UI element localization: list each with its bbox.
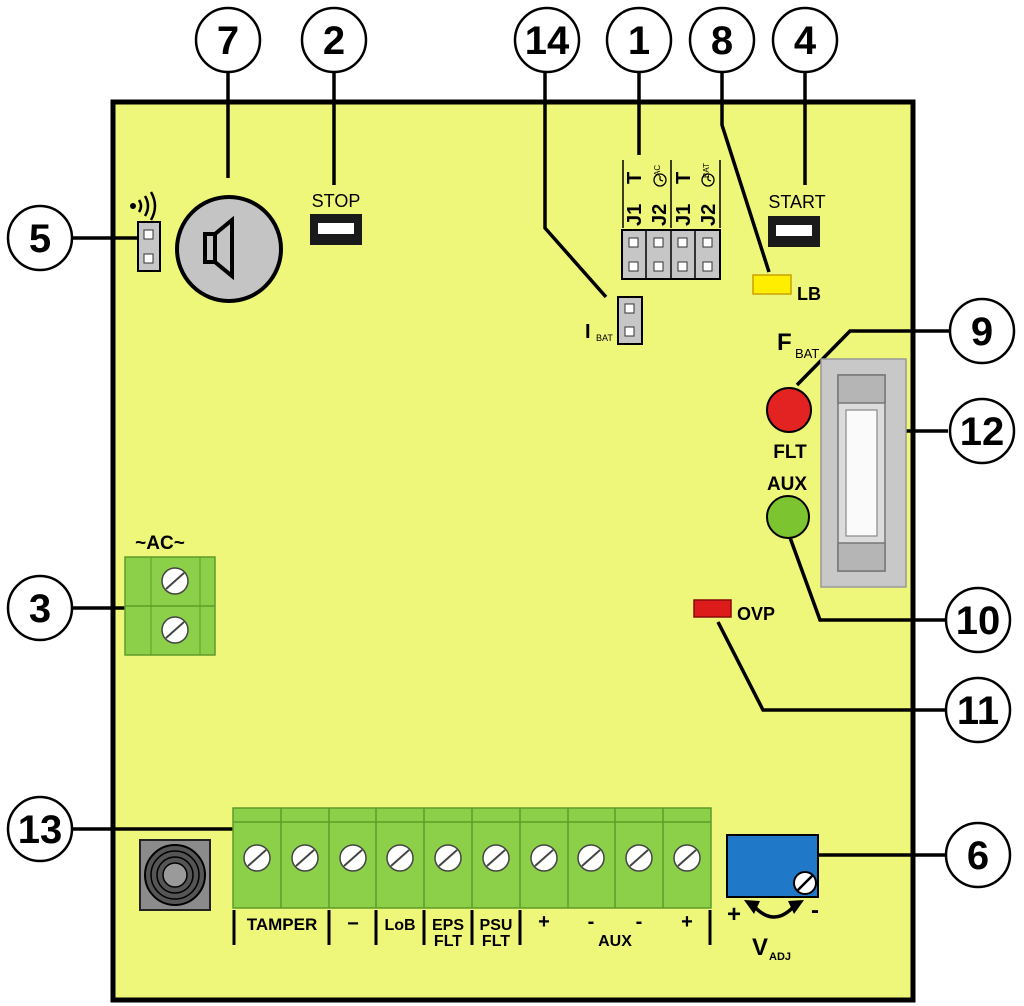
ibat-sub: BAT [596,333,613,343]
vadj-sub: ADJ [769,951,791,963]
screw-6 [482,844,510,872]
jumper-header-j1-bat: J1 [673,204,695,226]
callout-7: 7 [194,6,262,74]
clock-icon-ac [653,173,667,187]
svg-text:6: 6 [967,834,989,878]
callout-8: 8 [688,6,756,74]
led-ovp [693,599,732,618]
aux-led-label: AUX [767,474,807,495]
jumper-header-j2-ac: J2 [649,204,671,226]
jumper-header-j2-bat: J2 [698,204,720,226]
screw-5 [434,844,462,872]
lb-label: LB [797,284,821,304]
battery-fuse [820,358,907,588]
callout-12: 12 [948,397,1016,465]
svg-text:8: 8 [711,19,733,63]
svg-text:7: 7 [217,19,239,63]
callout-1: 1 [605,6,673,74]
start-label: START [768,192,825,212]
terminal-label-lob: LoB [384,917,415,934]
terminal-label-eps-flt: FLT [434,933,462,950]
terminal-label-aux: AUX [598,933,632,950]
terminal-screws [243,844,701,872]
screw-4 [386,844,414,872]
svg-text:9: 9 [971,310,993,354]
vadj-minus: - [811,897,819,924]
signal-icon [130,191,157,221]
ac-screw-1 [161,567,189,595]
svg-text:11: 11 [957,689,999,733]
vadj-label: V [752,934,768,961]
terminal-label-aux-minus-2: - [636,911,643,933]
screw-9 [625,844,653,872]
ovp-label: OVP [737,604,775,624]
tamper-switch [139,839,211,911]
t-bat-sub: BAT [702,163,711,178]
vadj-plus: + [727,901,741,928]
svg-text:12: 12 [960,410,1005,454]
speaker-icon [203,215,234,281]
callout-13: 13 [6,795,74,863]
screw-10 [673,844,701,872]
stop-label: STOP [312,191,361,211]
jumper-5 [137,221,161,272]
terminal-label-aux-plus-1: + [538,911,550,933]
callout-5: 5 [6,204,74,272]
screw-3 [339,844,367,872]
led-lb [752,274,792,295]
svg-text:2: 2 [323,19,345,63]
svg-text:4: 4 [794,19,817,63]
terminal-label-dividers [232,910,712,945]
ibat-label: I [585,321,591,343]
callout-9: 9 [948,297,1016,365]
t-ac-sub: AC [653,165,662,176]
speaker-buzzer [175,195,283,303]
screw-2 [291,844,319,872]
callout-6: 6 [944,821,1012,889]
callout-4: 4 [771,6,839,74]
t-ac-label: T [624,172,646,184]
clock-icon-bat [701,173,715,187]
screw-7 [530,844,558,872]
jumper-header-j1-ac: J1 [624,204,646,226]
callout-10: 10 [944,586,1012,654]
terminal-label-psu-flt: FLT [482,933,510,950]
terminal-label-psu: PSU [480,917,513,934]
fbat-label: F [777,329,792,356]
t-bat-label: T [673,172,695,184]
terminal-label-tamper: TAMPER [247,915,318,934]
svg-text:13: 13 [18,808,63,852]
ac-screw-2 [161,616,189,644]
jumper-block-1 [621,160,721,280]
callout-2: 2 [300,6,368,74]
voltage-potentiometer[interactable] [726,834,819,898]
svg-text:3: 3 [29,587,51,631]
svg-text:5: 5 [29,217,51,261]
screw-8 [577,844,605,872]
terminal-label-eps: EPS [432,917,464,934]
led-flt [766,387,812,433]
callout-14: 14 [513,6,581,74]
fbat-sub: BAT [795,346,819,361]
callout-3: 3 [6,574,74,642]
flt-label: FLT [773,442,807,463]
led-aux [766,495,810,539]
svg-text:10: 10 [956,599,1001,643]
screw-1 [243,844,271,872]
ac-label: ~AC~ [135,533,185,554]
terminal-label-aux-minus-1: - [588,911,595,933]
terminal-label-minus: − [347,913,359,935]
svg-text:14: 14 [525,19,570,63]
terminal-label-aux-plus-2: + [681,911,693,933]
adjust-arrow-icon [744,900,804,919]
svg-text:1: 1 [628,19,650,63]
callout-11: 11 [944,676,1012,744]
